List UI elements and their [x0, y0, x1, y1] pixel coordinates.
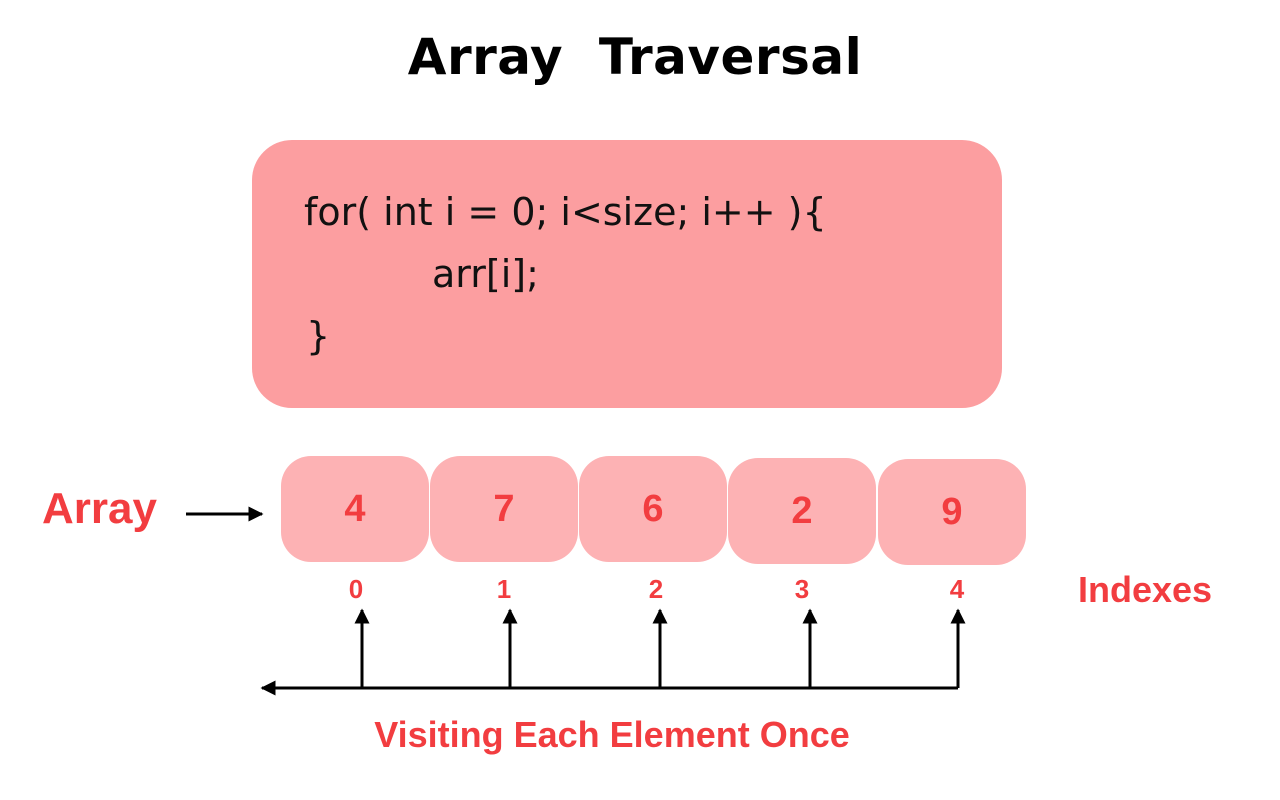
code-line-close: } — [306, 314, 331, 358]
code-line-for: for( int i = 0; i<size; i++ ){ — [304, 190, 827, 234]
array-cell-1: 7 — [430, 456, 578, 562]
index-label-4: 4 — [949, 574, 965, 604]
diagram-title: Array Traversal — [407, 28, 863, 86]
indexes-label: Indexes — [1078, 569, 1213, 610]
code-line-body: arr[i]; — [432, 252, 539, 296]
array-cell-4: 9 — [878, 459, 1026, 565]
traversal-caption: Visiting Each Element Once — [374, 714, 850, 755]
index-label-0: 0 — [348, 574, 364, 604]
array-cell-3: 2 — [728, 458, 876, 564]
array-cell-0: 4 — [281, 456, 429, 562]
index-label-2: 2 — [648, 574, 664, 604]
array-label: Array — [42, 484, 157, 533]
array-cell-2: 6 — [579, 456, 727, 562]
index-label-1: 1 — [496, 574, 512, 604]
index-label-3: 3 — [794, 574, 810, 604]
code-box: for( int i = 0; i<size; i++ ){ arr[i]; } — [252, 140, 1002, 408]
